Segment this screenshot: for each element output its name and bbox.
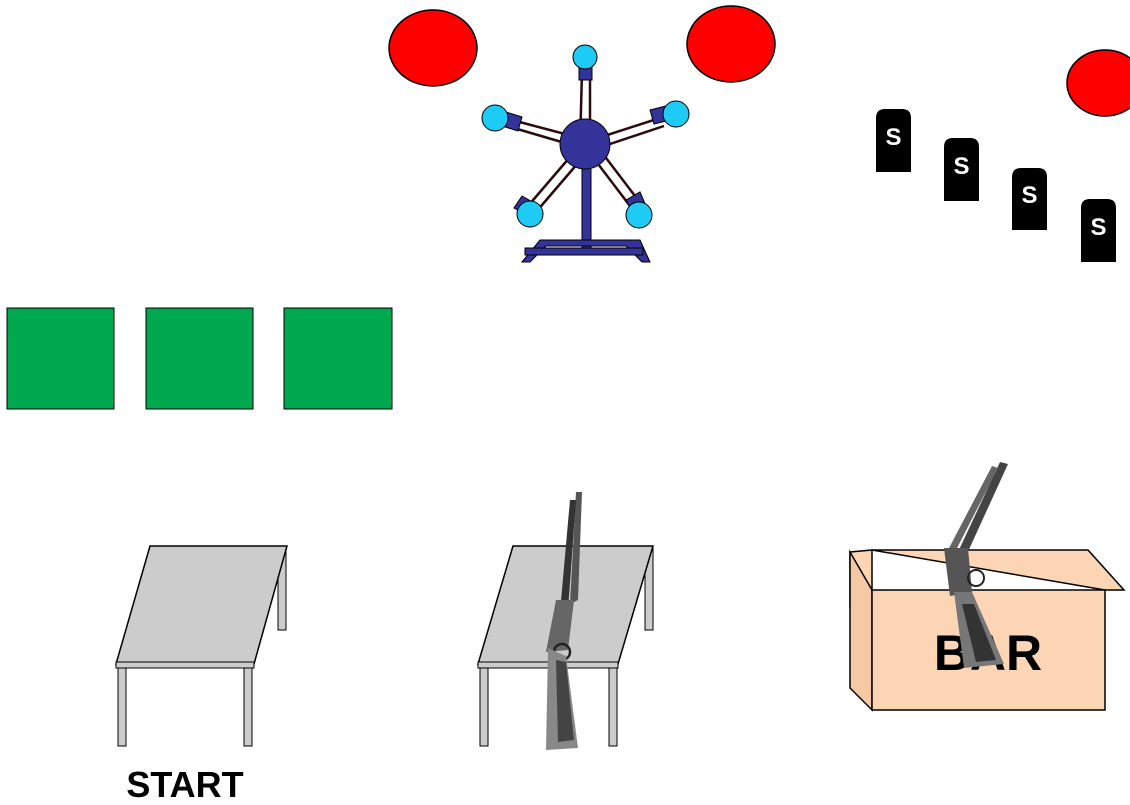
spinner-target: [482, 45, 689, 262]
green-target-3: [284, 308, 392, 409]
steel-plates: S S S S: [876, 109, 1116, 262]
svg-text:S: S: [1021, 182, 1037, 209]
start-table: [116, 546, 287, 746]
start-label: START: [100, 765, 270, 805]
steel-plate-3: S: [1012, 168, 1047, 230]
svg-text:S: S: [953, 153, 969, 180]
green-target-2: [146, 308, 253, 409]
steel-plate-1: S: [876, 109, 911, 172]
svg-text:S: S: [1090, 214, 1106, 241]
round-target-left: [389, 10, 477, 86]
round-target-far-right: [1067, 50, 1130, 116]
round-target-right: [687, 6, 775, 82]
steel-plate-2: S: [944, 138, 979, 201]
steel-plate-4: S: [1081, 199, 1116, 262]
green-target-1: [7, 308, 114, 409]
svg-text:S: S: [885, 124, 901, 151]
